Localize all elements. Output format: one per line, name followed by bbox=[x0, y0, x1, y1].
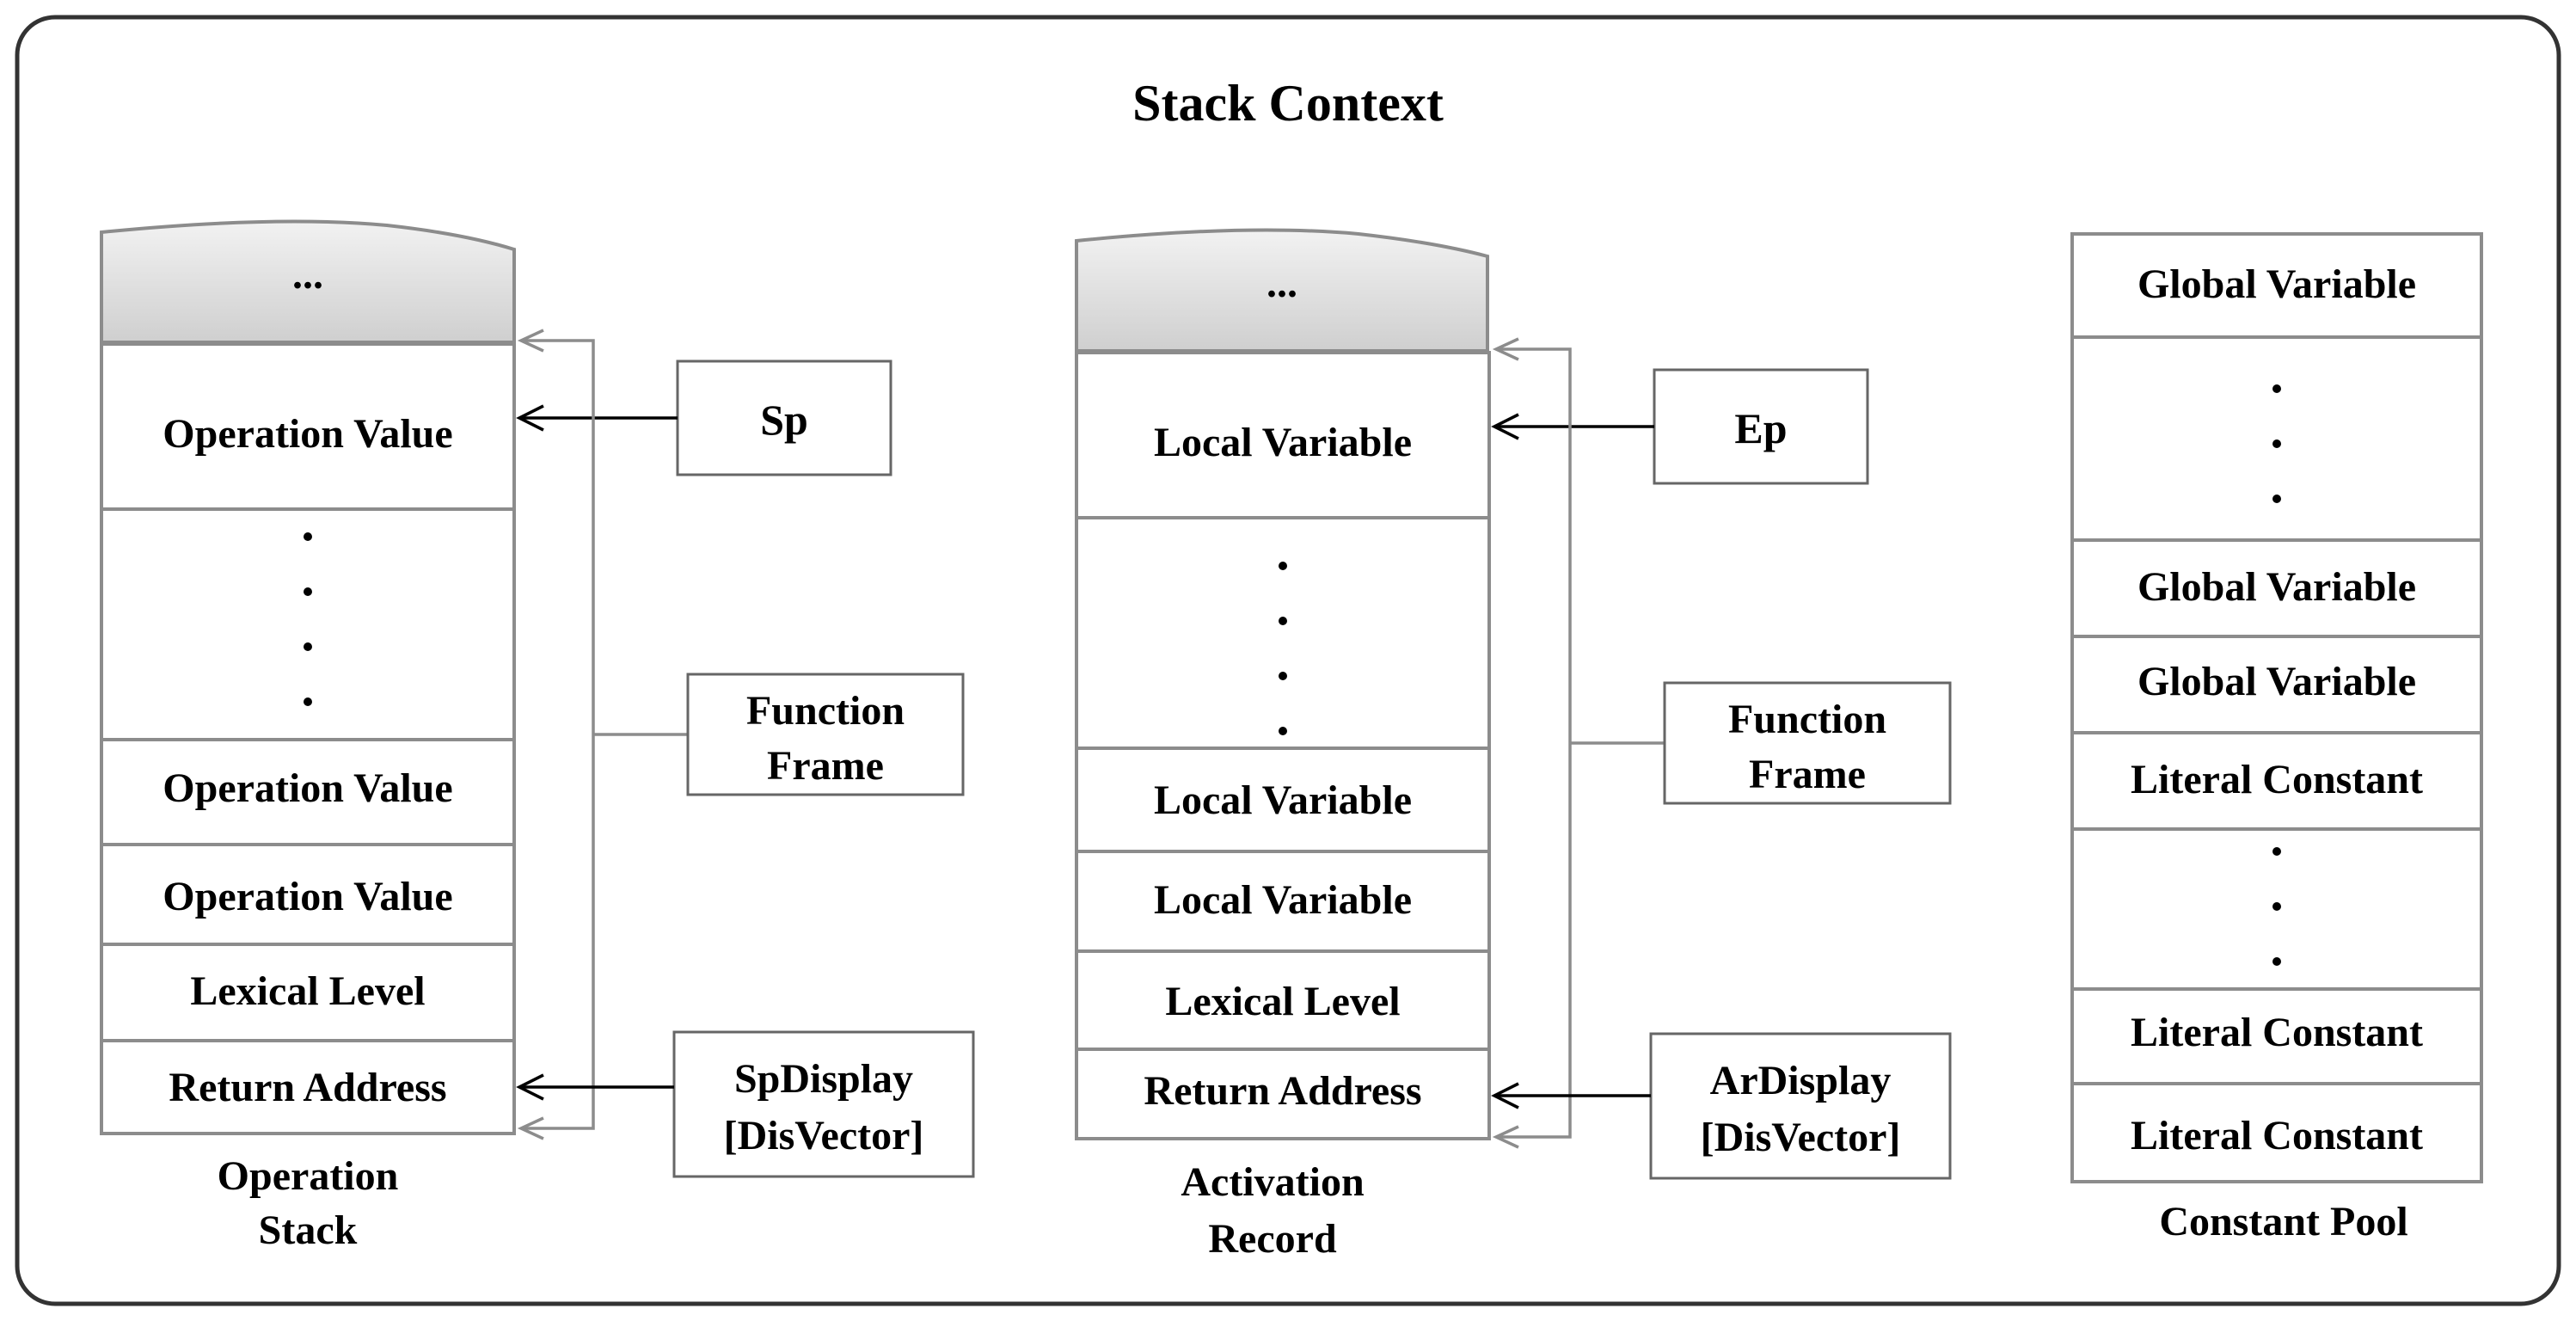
operation-stack-caption-line2: Stack bbox=[259, 1207, 358, 1253]
activation-record-cell-ellipsis bbox=[1075, 516, 1491, 750]
ellipsis-dot bbox=[1279, 617, 1287, 625]
constant-pool-cell-label: Literal Constant bbox=[2131, 757, 2423, 802]
activation-record-cell-label: Lexical Level bbox=[1165, 979, 1400, 1024]
activation-record: ... Local Variable Local Variable Local … bbox=[1075, 228, 1952, 1262]
ardisplay-arrow bbox=[1491, 1082, 1651, 1109]
sp-pointer-box bbox=[676, 359, 892, 476]
activation-record-cell-label: Local Variable bbox=[1154, 420, 1412, 465]
operation-stack-cell-lexical-level bbox=[100, 943, 516, 1042]
ellipsis-dot bbox=[304, 587, 312, 596]
spdisplay-arrow bbox=[516, 1073, 674, 1101]
ardisplay-label-line1: ArDisplay bbox=[1710, 1058, 1892, 1103]
ellipsis-dot bbox=[2272, 902, 2281, 911]
spdisplay-label-line2: [DisVector] bbox=[724, 1113, 924, 1158]
spdisplay-label-line1: SpDisplay bbox=[734, 1056, 913, 1102]
function-frame-label-line2: Frame bbox=[767, 743, 884, 789]
function-frame-bracket bbox=[1492, 337, 1665, 1149]
ellipsis-dot bbox=[1279, 672, 1287, 680]
constant-pool-cell-label: Literal Constant bbox=[2131, 1113, 2423, 1158]
diagram-title: Stack Context bbox=[1132, 75, 1444, 132]
constant-pool-cell-label: Global Variable bbox=[2137, 564, 2416, 610]
constant-pool-cell-literal-constant bbox=[2070, 1082, 2483, 1183]
constant-pool-cell-ellipsis bbox=[2070, 335, 2483, 542]
operation-stack-cell-label: Return Address bbox=[169, 1065, 446, 1110]
constant-pool-caption: Constant Pool bbox=[2159, 1199, 2407, 1244]
operation-stack-header bbox=[100, 219, 516, 344]
operation-stack-caption-line1: Operation bbox=[218, 1153, 399, 1199]
activation-record-cell-return-address bbox=[1075, 1048, 1491, 1140]
ellipsis-dot bbox=[304, 697, 312, 706]
activation-record-cell-local-variable bbox=[1075, 850, 1491, 953]
operation-stack-cell-operation-value bbox=[100, 843, 516, 946]
outer-frame bbox=[15, 15, 2561, 1306]
spdisplay-box bbox=[672, 1030, 975, 1178]
operation-stack-cell-operation-value bbox=[100, 342, 516, 511]
ardisplay-box bbox=[1649, 1032, 1952, 1180]
ellipsis-dot bbox=[2272, 495, 2281, 503]
operation-stack-cell-label: Operation Value bbox=[163, 411, 452, 457]
activation-record-header-label: ... bbox=[1267, 261, 1297, 306]
activation-record-header bbox=[1075, 228, 1489, 353]
ellipsis-dot bbox=[2272, 847, 2281, 856]
ep-arrow bbox=[1491, 413, 1654, 440]
function-frame-label-line1: Function bbox=[746, 688, 905, 734]
operation-stack-cell-label: Lexical Level bbox=[190, 968, 425, 1014]
ellipsis-dot bbox=[304, 642, 312, 651]
sp-pointer-label: Sp bbox=[760, 396, 808, 444]
operation-stack: ... Operation Value Operation Value Oper… bbox=[100, 219, 975, 1253]
constant-pool: Global Variable Global Variable Global V… bbox=[2070, 232, 2483, 1244]
function-frame-bracket bbox=[517, 329, 688, 1140]
operation-stack-cell-label: Operation Value bbox=[163, 765, 452, 811]
ep-pointer-label: Ep bbox=[1734, 404, 1787, 452]
constant-pool-cell-label: Global Variable bbox=[2137, 659, 2416, 704]
activation-record-cell-label: Local Variable bbox=[1154, 877, 1412, 923]
operation-stack-cell-label: Operation Value bbox=[163, 874, 452, 919]
ardisplay-label-line2: [DisVector] bbox=[1701, 1115, 1901, 1160]
function-frame-box bbox=[686, 673, 965, 796]
ellipsis-dot bbox=[304, 532, 312, 541]
operation-stack-cell-operation-value bbox=[100, 738, 516, 846]
activation-record-cell-local-variable bbox=[1075, 747, 1491, 853]
ep-pointer-box bbox=[1653, 368, 1869, 485]
constant-pool-cell-label: Literal Constant bbox=[2131, 1010, 2423, 1055]
activation-record-caption-line1: Activation bbox=[1181, 1159, 1364, 1205]
activation-record-caption-line2: Record bbox=[1208, 1216, 1337, 1262]
ellipsis-dot bbox=[2272, 384, 2281, 393]
constant-pool-cell-literal-constant bbox=[2070, 731, 2483, 831]
operation-stack-header-label: ... bbox=[292, 252, 323, 298]
function-frame-box bbox=[1663, 681, 1952, 805]
sp-arrow bbox=[516, 404, 678, 432]
ellipsis-dot bbox=[2272, 439, 2281, 448]
activation-record-cell-label: Return Address bbox=[1144, 1068, 1421, 1114]
ellipsis-dot bbox=[1279, 562, 1287, 570]
operation-stack-cell-return-address bbox=[100, 1039, 516, 1135]
constant-pool-cell-global-variable bbox=[2070, 232, 2483, 339]
constant-pool-cell-global-variable bbox=[2070, 635, 2483, 734]
activation-record-cell-label: Local Variable bbox=[1154, 777, 1412, 823]
ellipsis-dot bbox=[2272, 957, 2281, 966]
ellipsis-dot bbox=[1279, 727, 1287, 735]
activation-record-cell-local-variable bbox=[1075, 351, 1491, 519]
constant-pool-cell-label: Global Variable bbox=[2137, 261, 2416, 307]
constant-pool-cell-literal-constant bbox=[2070, 987, 2483, 1085]
function-frame-label-line2: Frame bbox=[1749, 752, 1866, 797]
function-frame-label-line1: Function bbox=[1728, 697, 1886, 742]
activation-record-cell-lexical-level bbox=[1075, 949, 1491, 1051]
